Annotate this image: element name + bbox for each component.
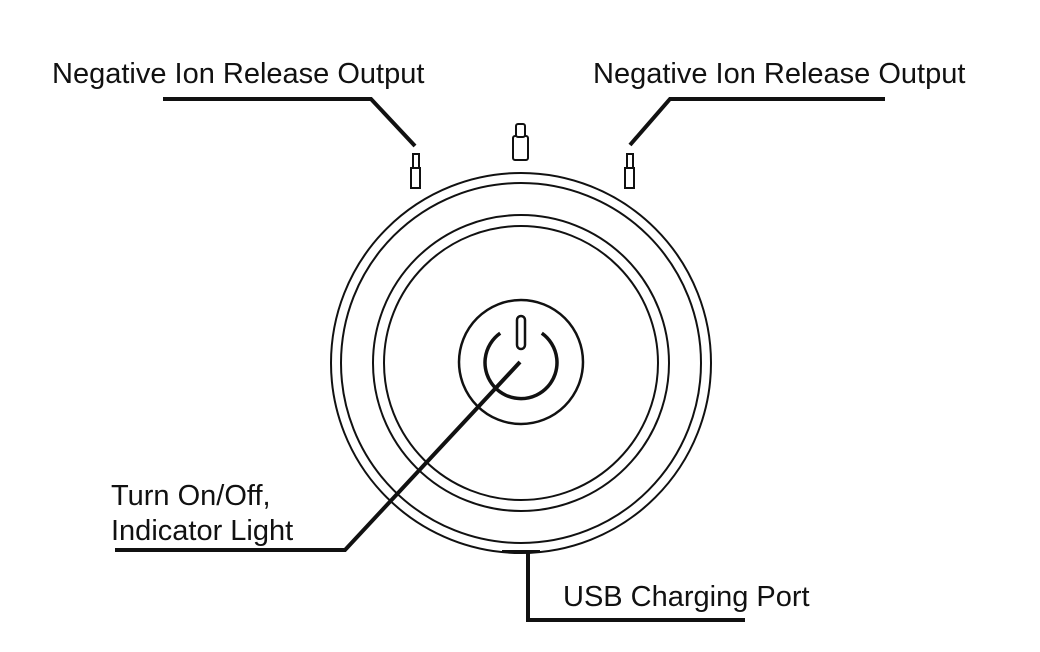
middle-ring — [372, 214, 670, 512]
leader-ion-left — [163, 97, 417, 148]
outer-ring-inner — [340, 182, 702, 544]
label-usb-port: USB Charging Port — [563, 581, 810, 613]
power-button-ring — [457, 298, 585, 426]
leader-lines — [115, 97, 885, 622]
leader-power — [115, 360, 522, 552]
device-body — [330, 172, 712, 554]
top-nub — [512, 123, 529, 161]
label-ion-output-left: Negative Ion Release Output — [52, 58, 424, 90]
middle-ring-inner — [383, 225, 659, 501]
label-power-line2: Indicator Light — [111, 515, 293, 547]
label-ion-output-right: Negative Ion Release Output — [593, 58, 965, 90]
power-button[interactable] — [457, 298, 585, 426]
label-power-line1: Turn On/Off, — [111, 480, 271, 512]
leader-usb — [526, 553, 745, 622]
leader-ion-right — [628, 97, 885, 147]
ion-output-left-pin — [410, 153, 421, 189]
power-icon — [483, 314, 559, 401]
outer-ring — [330, 172, 712, 554]
ion-output-right-pin — [624, 153, 635, 189]
